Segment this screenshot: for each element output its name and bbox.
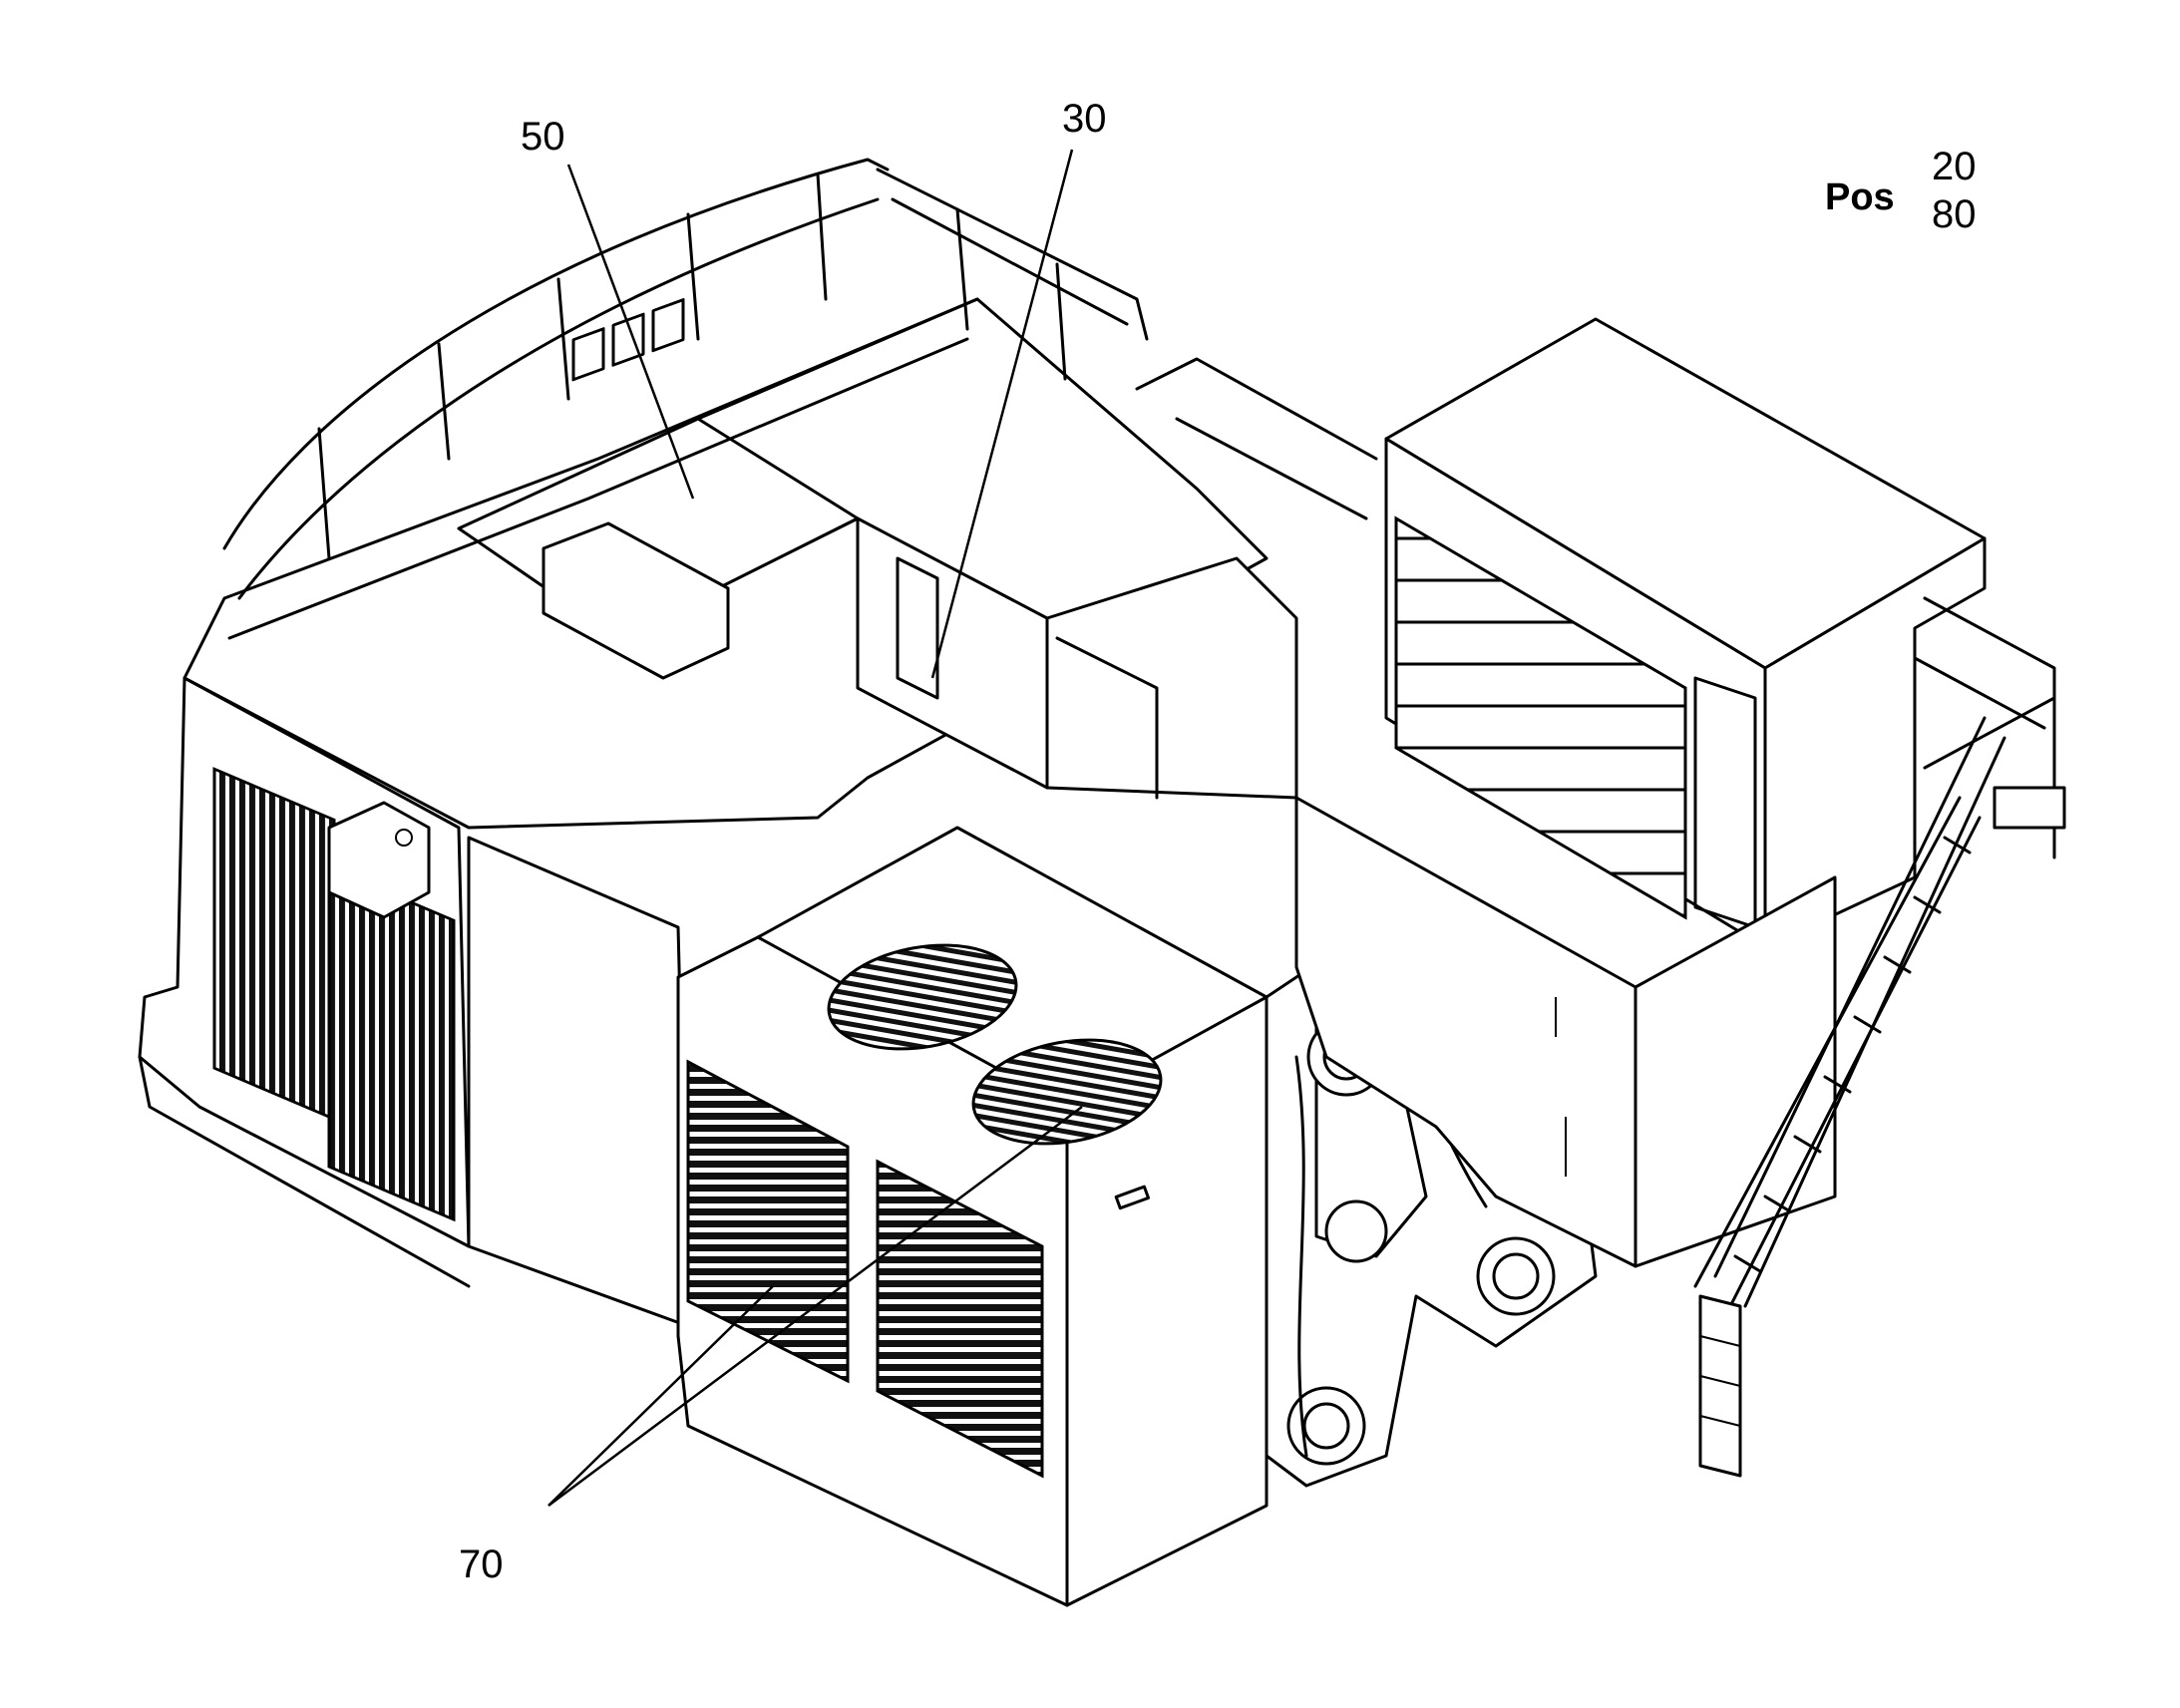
callout-50: 50 bbox=[521, 115, 565, 159]
leader-70b bbox=[547, 1105, 1083, 1508]
left-body bbox=[138, 676, 690, 1328]
right-railing bbox=[1135, 357, 2066, 859]
callout-30: 30 bbox=[1062, 97, 1107, 141]
junction-box bbox=[327, 801, 431, 919]
cooling-fan-left bbox=[827, 943, 1018, 1051]
canopy-louvers bbox=[1394, 515, 1687, 920]
service-bay bbox=[856, 516, 1298, 800]
right-body bbox=[1294, 796, 1837, 1268]
cooling-fan-right bbox=[971, 1038, 1163, 1146]
leader-lines bbox=[547, 149, 1083, 1508]
engine-canopy bbox=[1384, 317, 1987, 949]
callout-70: 70 bbox=[459, 1542, 504, 1586]
front-grille-right bbox=[876, 1159, 1044, 1479]
leader-50 bbox=[566, 164, 695, 500]
front-grille-left bbox=[686, 1059, 850, 1384]
leader-70a bbox=[547, 1285, 774, 1507]
cooling-module bbox=[676, 826, 1269, 1607]
leader-30 bbox=[930, 149, 1074, 679]
deck-cabinet bbox=[542, 521, 730, 680]
access-ladder bbox=[1693, 716, 2006, 1478]
left-radiator-grille bbox=[212, 767, 336, 1122]
rear-railing bbox=[222, 158, 1149, 600]
pos-label: Pos bbox=[1825, 176, 1895, 218]
pos-value-bottom: 80 bbox=[1932, 192, 1977, 236]
position-block: Pos 20 80 bbox=[1825, 145, 1977, 236]
pos-value-top: 20 bbox=[1932, 145, 1977, 188]
